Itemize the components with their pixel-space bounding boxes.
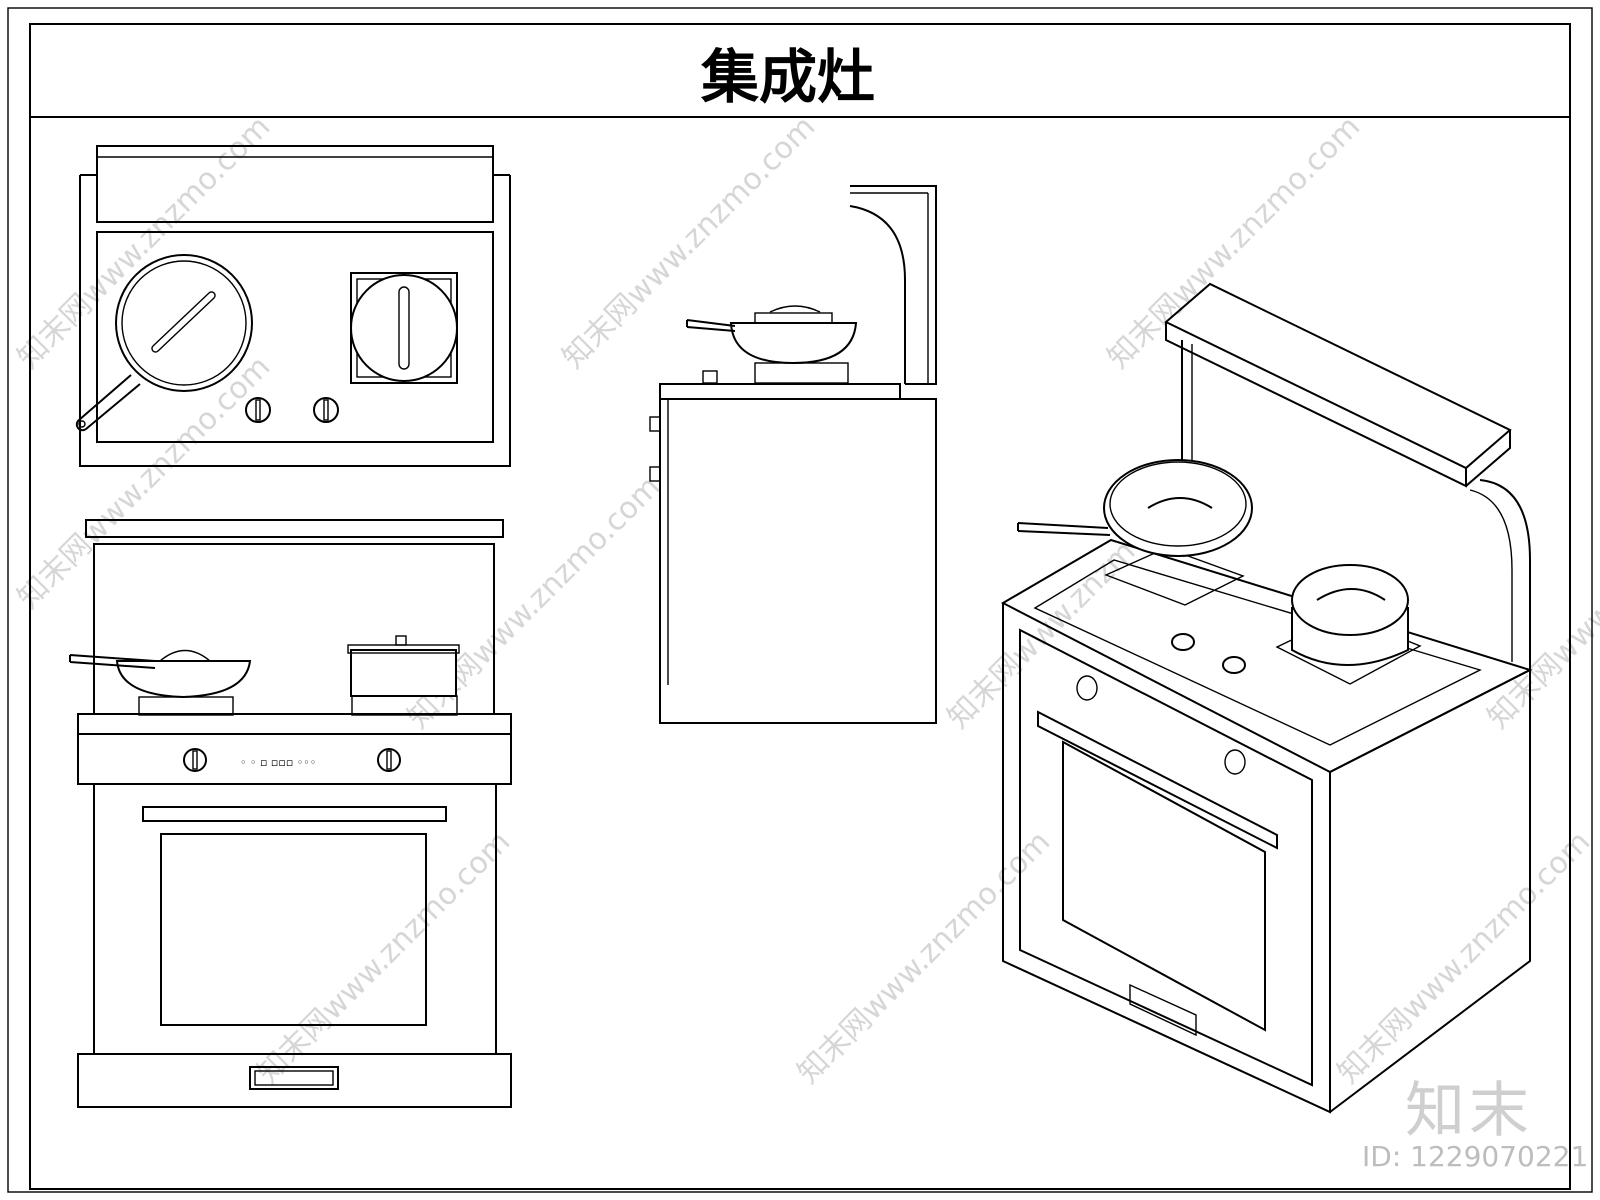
outer-frame xyxy=(7,7,1593,1193)
watermark-text: 知末网www.znzmo.com xyxy=(251,824,517,1090)
inner-frame xyxy=(29,23,1571,1190)
side-view xyxy=(649,185,937,724)
watermark-text: 知末网www.znzmo.com xyxy=(791,824,1057,1090)
isometric-view xyxy=(1000,282,1533,1114)
top-view xyxy=(75,145,511,467)
drawing-title: 集成灶 xyxy=(700,43,875,111)
front-view: ◦ ◦ ▫ ▫▫▫ ◦◦◦ xyxy=(69,519,512,1108)
watermark-brand: 知末 xyxy=(1405,1076,1533,1146)
watermark-text: 知末网www.znzmo.com xyxy=(11,109,277,375)
watermark-text: 知末网www.znzmo.com xyxy=(1101,109,1367,375)
watermark-text: 知末网www.znzmo.com xyxy=(11,349,277,615)
watermark-id: ID: 1229070221 xyxy=(1362,1140,1589,1173)
watermark-text: 知末网www.znzmo.com xyxy=(1331,824,1597,1090)
svg-text:◦ ◦ ▫ ▫▫▫ ◦◦◦: ◦ ◦ ▫ ▫▫▫ ◦◦◦ xyxy=(240,756,316,769)
